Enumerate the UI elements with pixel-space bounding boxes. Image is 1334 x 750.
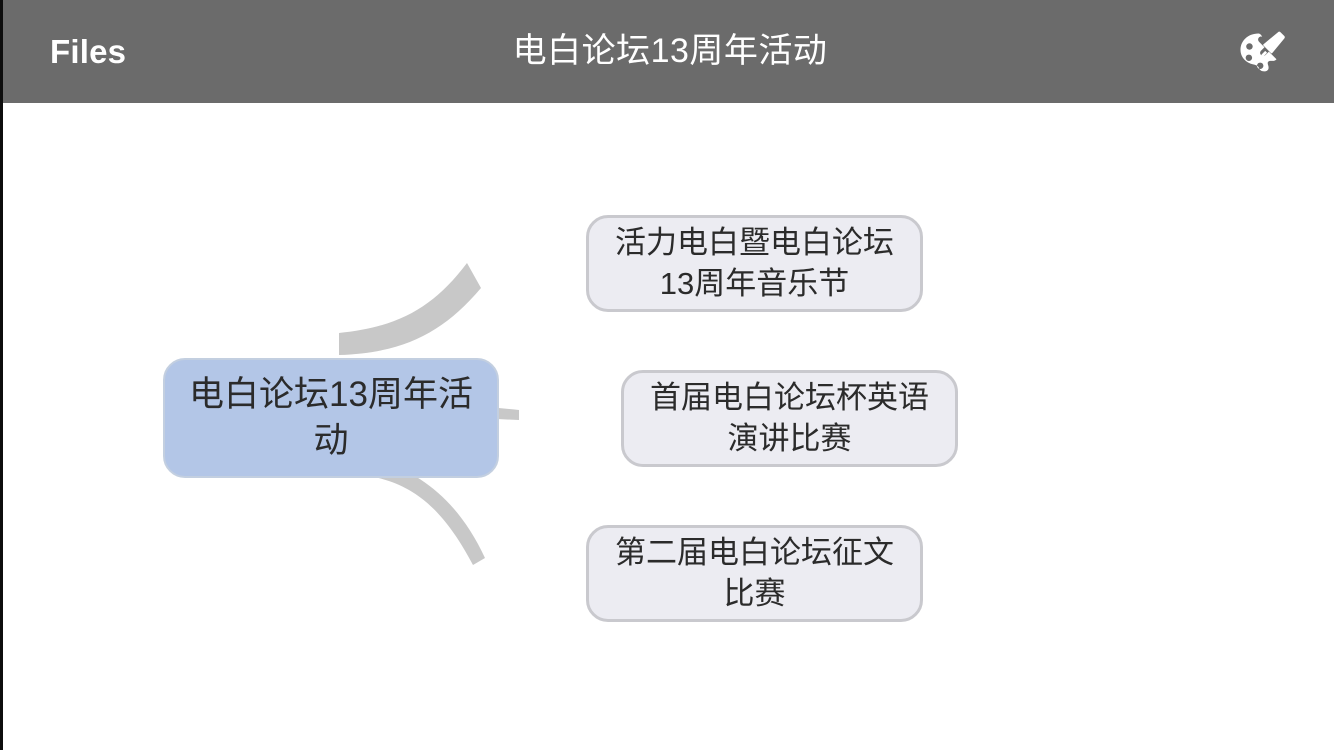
mindmap-branch-node-3[interactable]: 第二届电白论坛征文比赛: [586, 525, 923, 622]
connector-root-to-branch-1: [339, 263, 481, 355]
mindmap-canvas[interactable]: 电白论坛13周年活动 活力电白暨电白论坛13周年音乐节 首届电白论坛杯英语演讲比…: [3, 103, 1334, 750]
app-header-bar: Files 电白论坛13周年活动: [3, 0, 1334, 103]
mindmap-root-node[interactable]: 电白论坛13周年活动: [163, 358, 499, 478]
mindmap-branch-node-1[interactable]: 活力电白暨电白论坛13周年音乐节: [586, 215, 923, 312]
mindmap-root-node-label: 电白论坛13周年活动: [189, 374, 473, 460]
mindmap-branch-node-3-label: 第二届电白论坛征文比赛: [615, 534, 894, 611]
mindmap-branch-node-2[interactable]: 首届电白论坛杯英语演讲比赛: [621, 370, 958, 467]
page-title: 电白论坛13周年活动: [512, 32, 828, 70]
paint-palette-icon[interactable]: [1235, 26, 1289, 80]
mindmap-branch-node-1-label: 活力电白暨电白论坛13周年音乐节: [615, 224, 894, 301]
files-label[interactable]: Files: [50, 33, 127, 70]
mindmap-branch-node-2-label: 首届电白论坛杯英语演讲比赛: [650, 379, 929, 456]
